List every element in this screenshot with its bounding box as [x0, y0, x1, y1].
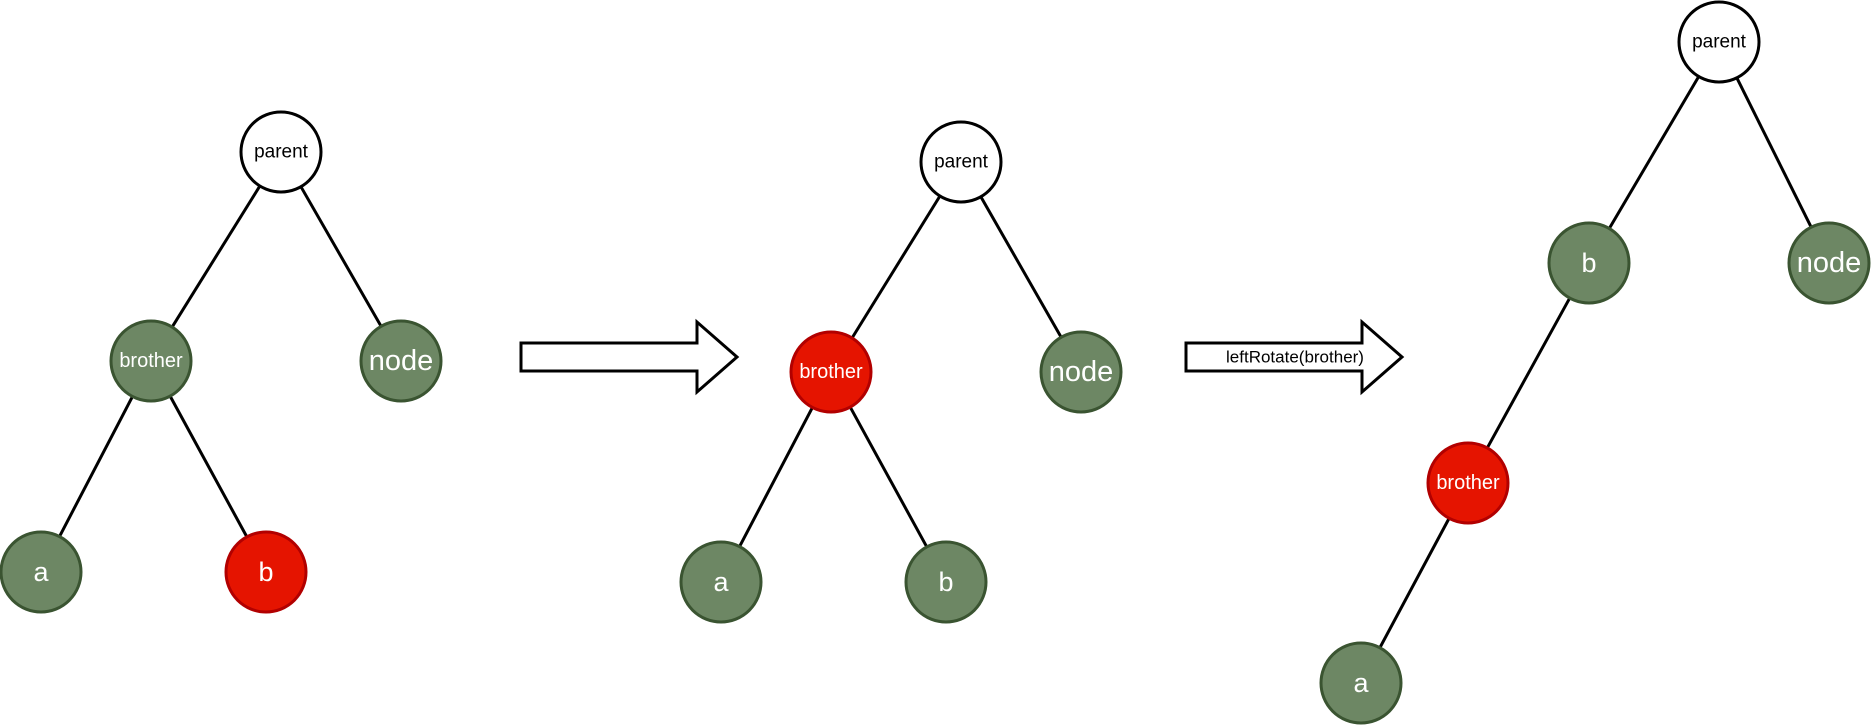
tree2-edge-parent-node	[979, 195, 1063, 339]
tree2-node-b-circle	[904, 540, 988, 624]
tree1-node-a: a	[0, 530, 83, 614]
arrows-layer: leftRotate(brother)	[519, 318, 1405, 396]
tree3-node-a-circle	[1319, 641, 1403, 725]
arrow-label: leftRotate(brother)	[1226, 348, 1364, 367]
tree1-node-parent-label: parent	[254, 142, 309, 163]
tree1-node-a-label: a	[33, 557, 49, 587]
tree3-node-brother-label: brother	[1436, 472, 1500, 494]
tree1-node-brother-label: brother	[119, 350, 183, 372]
tree2-node-brother-label: brother	[799, 361, 863, 383]
tree2-node-brother: brother	[789, 330, 873, 414]
tree1-edge-parent-node	[299, 185, 383, 328]
arrow-icon	[519, 318, 740, 396]
tree3-node-brother-circle	[1426, 441, 1510, 525]
tree2-node-parent-circle	[919, 120, 1003, 204]
tree2-edge-brother-b	[848, 406, 929, 548]
tree3-node-node-circle	[1787, 221, 1871, 305]
tree2-node-parent-label: parent	[934, 152, 989, 173]
tree3-node-a-label: a	[1353, 668, 1369, 698]
tree3-node-b-label: b	[1581, 248, 1596, 278]
tree2-node-a: a	[679, 540, 763, 624]
tree1-node-parent: parent	[239, 110, 323, 194]
tree1-node-a-circle	[0, 530, 83, 614]
tree2-node-brother-circle	[789, 330, 873, 414]
tree1-edge-brother-a	[58, 395, 134, 538]
tree3-node-parent: parent	[1677, 0, 1761, 84]
tree1-node-b-label: b	[258, 557, 273, 587]
tree1-node-node: node	[359, 319, 443, 403]
tree2-edge-brother-a	[738, 406, 814, 548]
tree1-node-node-circle	[359, 319, 443, 403]
tree2-edge-parent-brother	[850, 195, 942, 339]
tree3-node-parent-circle	[1677, 0, 1761, 84]
arrow-icon	[1184, 318, 1405, 396]
edges-layer	[58, 75, 1813, 649]
tree2-node-parent: parent	[919, 120, 1003, 204]
tree3-edge-b-brother	[1485, 297, 1572, 449]
tree3-node-b: b	[1547, 221, 1631, 305]
tree1-node-node-label: node	[369, 345, 434, 377]
tree2-node-a-label: a	[713, 567, 729, 597]
tree2-node-node-circle	[1039, 330, 1123, 414]
tree1-node-brother-circle	[109, 319, 193, 403]
tree2-node-b: b	[904, 540, 988, 624]
tree3-node-node: node	[1787, 221, 1871, 305]
tree3-node-brother: brother	[1426, 441, 1510, 525]
tree2-node-a-circle	[679, 540, 763, 624]
tree1-node-b: b	[224, 530, 308, 614]
tree3-edge-parent-b	[1607, 75, 1701, 230]
tree2-node-b-label: b	[938, 567, 953, 597]
transition-arrow-1	[519, 318, 740, 396]
tree3-node-b-circle	[1547, 221, 1631, 305]
tree1-node-parent-circle	[239, 110, 323, 194]
tree1-edge-brother-b	[168, 395, 249, 538]
tree3-node-parent-label: parent	[1692, 32, 1747, 53]
tree1-node-b-circle	[224, 530, 308, 614]
tree3-edge-brother-a	[1378, 517, 1451, 649]
tree1-edge-parent-brother	[170, 185, 262, 328]
tree3-node-a: a	[1319, 641, 1403, 725]
tree3-node-node-label: node	[1797, 247, 1862, 279]
tree3-edge-parent-node	[1735, 77, 1813, 228]
transition-arrow-2: leftRotate(brother)	[1184, 318, 1405, 396]
tree2-node-node: node	[1039, 330, 1123, 414]
tree2-node-node-label: node	[1049, 356, 1114, 388]
tree1-node-brother: brother	[109, 319, 193, 403]
